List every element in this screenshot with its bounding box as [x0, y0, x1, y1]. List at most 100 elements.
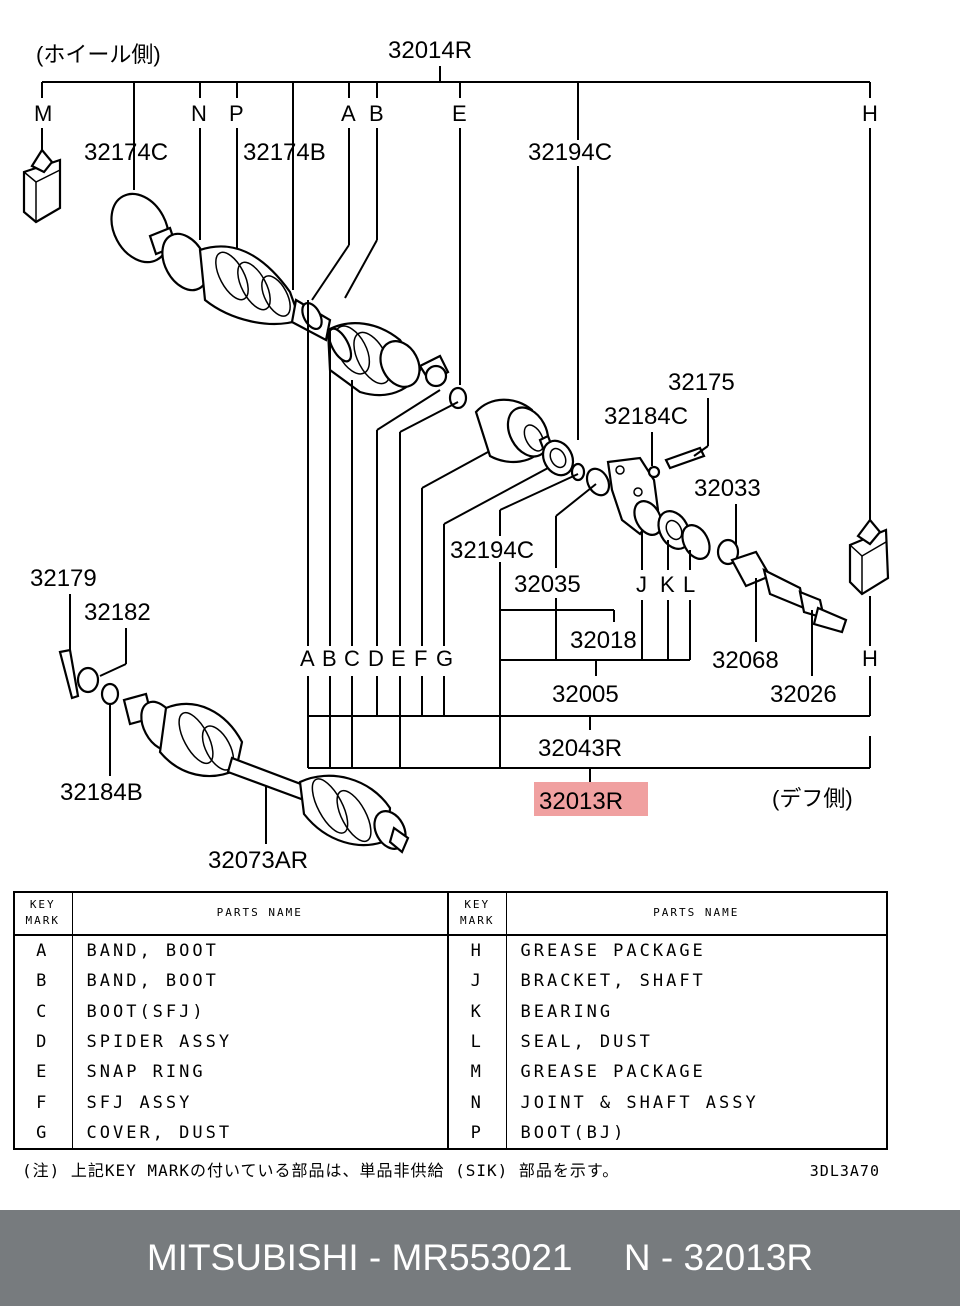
letter-E-top: E	[452, 101, 467, 126]
part-name: SFJ ASSY	[72, 1087, 449, 1118]
letter-M-top: M	[34, 101, 52, 126]
table-row: C BOOT(SFJ) K BEARING	[14, 996, 886, 1027]
letter-B-top: B	[369, 101, 384, 126]
footer-brand: MITSUBISHI	[146, 1237, 359, 1278]
callout-32014R: 32014R	[388, 37, 472, 64]
callout-32179: 32179	[30, 565, 97, 592]
key-mark: D	[14, 1026, 73, 1058]
sfj-boot-assembly-icon	[326, 322, 468, 410]
callout-32026: 32026	[770, 681, 837, 708]
footer-dash: -	[358, 1237, 392, 1278]
key-mark: C	[14, 996, 73, 1027]
outer-joint-assembly-icon	[110, 192, 332, 342]
key-mark: P	[448, 1117, 507, 1148]
bus-32013R	[307, 716, 871, 782]
part-name: BOOT(SFJ)	[72, 996, 449, 1027]
cotter-pin-icon	[58, 648, 80, 700]
footnote: (注) 上記KEY MARKの付いている部品は、単品非供給 (SIK) 部品を示…	[22, 1161, 620, 1180]
top-letter-drops	[41, 82, 871, 290]
key-mark: K	[448, 996, 507, 1027]
callout-32174B: 32174B	[243, 139, 326, 166]
letter-E-bottom: E	[391, 646, 406, 671]
part-name: BRACKET, SHAFT	[520, 971, 706, 992]
part-name: GREASE PACKAGE	[520, 1062, 706, 1083]
callout-32018: 32018	[570, 627, 637, 654]
wheel-side-label: (ホイール側)	[36, 42, 161, 67]
callout-32033: 32033	[694, 475, 761, 502]
letter-C-bottom: C	[344, 646, 360, 671]
letter-A-top: A	[341, 101, 356, 126]
drawing-code: 3DL3A70	[809, 1162, 880, 1180]
grease-package-h-icon	[848, 518, 890, 596]
key-mark: A	[14, 935, 73, 967]
letter-P-top: P	[229, 101, 244, 126]
bus-32043R	[307, 660, 871, 730]
table-row: A BAND, BOOT H GREASE PACKAGE	[14, 935, 886, 967]
part-name: COVER, DUST	[72, 1117, 449, 1148]
header-parts-name-left: PARTS NAME	[72, 892, 449, 936]
part-name: BEARING	[520, 1001, 614, 1022]
part-name: BAND, BOOT	[72, 966, 449, 997]
intermediate-shaft-icon	[716, 538, 848, 634]
header-parts-name-right: PARTS NAME	[506, 892, 886, 936]
callout-32174C: 32174C	[84, 139, 168, 166]
letter-D-bottom: D	[368, 646, 384, 671]
part-name: SNAP RING	[72, 1057, 449, 1088]
key-mark: L	[448, 1026, 507, 1058]
key-mark: N	[448, 1087, 507, 1118]
letter-B-bottom: B	[322, 646, 337, 671]
part-name: BAND, BOOT	[72, 935, 449, 967]
key-mark: H	[448, 935, 507, 967]
key-mark: F	[14, 1087, 73, 1118]
callout-32073AR: 32073AR	[208, 847, 308, 874]
key-mark: M	[448, 1057, 507, 1088]
table-row: D SPIDER ASSY L SEAL, DUST	[14, 1026, 886, 1058]
part-name: SEAL, DUST	[520, 1031, 653, 1052]
callout-32182: 32182	[84, 599, 151, 626]
footer-gap	[573, 1237, 624, 1279]
drive-shaft-assembly-icon	[122, 692, 410, 854]
part-name: GREASE PACKAGE	[520, 941, 706, 962]
letter-L: L	[683, 572, 695, 597]
key-mark: B	[14, 966, 73, 997]
footer-ref: N - 32013R	[623, 1237, 814, 1278]
letter-H-bottom: H	[862, 646, 878, 671]
table-row: E SNAP RING M GREASE PACKAGE	[14, 1057, 886, 1088]
part-name: SPIDER ASSY	[72, 1026, 449, 1058]
shaft-bracket-icon	[585, 446, 711, 560]
letter-A-bottom: A	[300, 646, 315, 671]
letter-F-bottom: F	[414, 646, 427, 671]
key-mark: E	[14, 1057, 73, 1088]
callout-32013R: 32013R	[539, 788, 623, 815]
table-row: F SFJ ASSY N JOINT & SHAFT ASSY	[14, 1087, 886, 1118]
highlight-32013R	[534, 782, 648, 816]
callout-32194C-top: 32194C	[528, 139, 612, 166]
callout-32035: 32035	[514, 571, 581, 598]
diff-side-label: (デフ側)	[772, 786, 853, 811]
footer-part-number: MR553021	[391, 1237, 573, 1278]
footer-bar: MITSUBISHI - MR553021 N - 32013R	[0, 1210, 960, 1306]
callout-32184B: 32184B	[60, 779, 143, 806]
letter-H-top: H	[862, 101, 878, 126]
part-name: JOINT & SHAFT ASSY	[520, 1092, 759, 1113]
callout-32043R: 32043R	[538, 735, 622, 762]
letter-K: K	[660, 572, 675, 597]
key-mark: J	[448, 966, 507, 997]
letter-N-top: N	[191, 101, 207, 126]
exploded-parts-diagram: (ホイール側) (デフ側) 32014R M N P A B E H 32174…	[22, 37, 890, 874]
letter-G-bottom: G	[436, 646, 453, 671]
key-mark: G	[14, 1117, 73, 1148]
callout-32194C-mid: 32194C	[450, 537, 534, 564]
table-row: B BAND, BOOT J BRACKET, SHAFT	[14, 966, 886, 997]
nut-icon	[76, 666, 120, 706]
callout-32068: 32068	[712, 647, 779, 674]
part-name: BOOT(BJ)	[520, 1122, 627, 1143]
callout-32184C: 32184C	[604, 403, 688, 430]
table-row: G COVER, DUST P BOOT(BJ)	[14, 1117, 886, 1148]
callout-32175: 32175	[668, 369, 735, 396]
grease-package-m-icon	[22, 148, 62, 224]
